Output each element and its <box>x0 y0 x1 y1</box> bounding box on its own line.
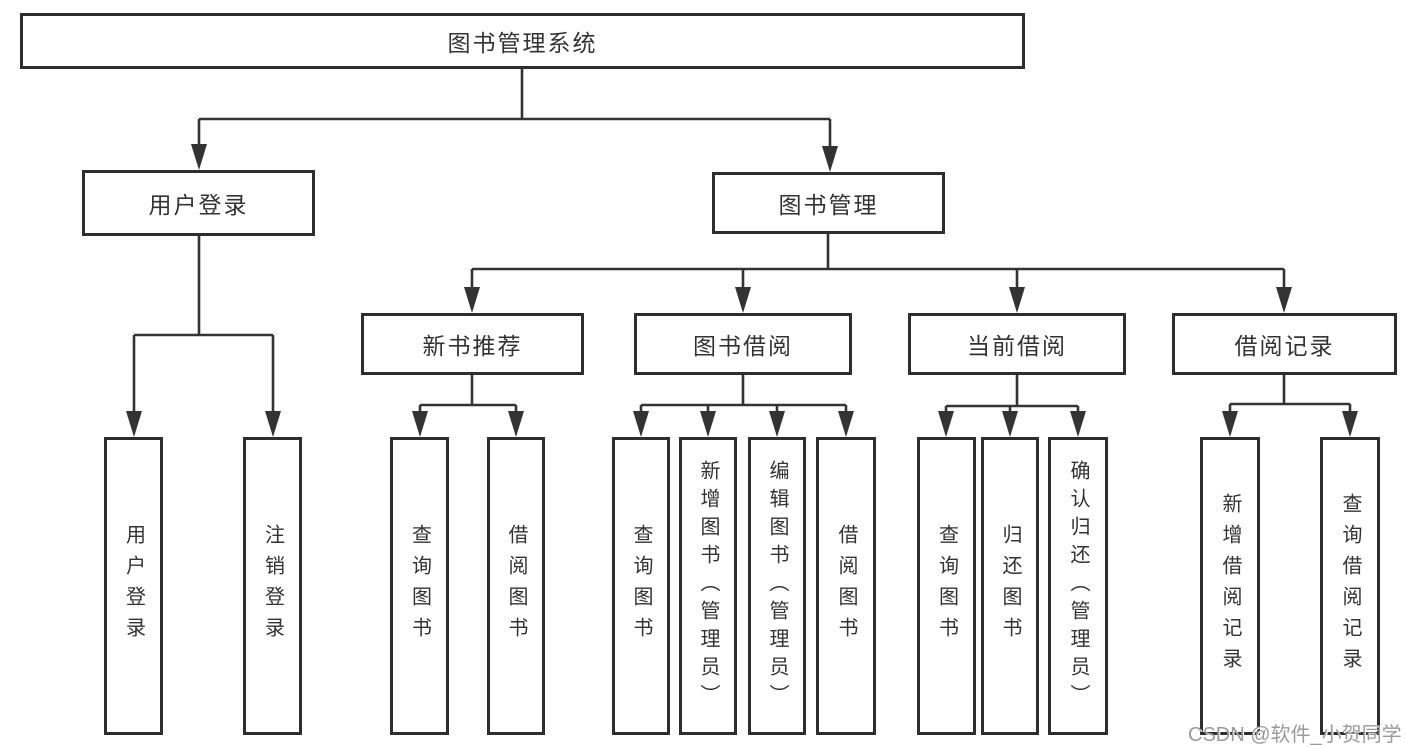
leaf-label: 借阅图书 <box>505 524 527 648</box>
leaf-current-return-book: 归还图书 <box>981 437 1039 735</box>
leaf-logout-login: 注销登录 <box>243 437 302 735</box>
leaf-label: 用户登录 <box>122 524 145 648</box>
leaf-label: 查询图书 <box>935 524 958 648</box>
node-label: 图书借阅 <box>693 333 793 359</box>
leaf-label: 查询借阅记录 <box>1339 493 1361 679</box>
node-label: 新书推荐 <box>422 333 523 359</box>
node-user-login: 用户登录 <box>82 170 315 236</box>
csdn-watermark: CSDN @软件_小贺同学 <box>1188 724 1402 746</box>
node-book-management: 图书管理 <box>712 172 945 234</box>
leaf-current-confirm-return-admin: 确认归还（管理员） <box>1048 437 1108 735</box>
leaf-record-add-borrow-record: 新增借阅记录 <box>1200 437 1260 735</box>
node-new-book-recommend: 新书推荐 <box>361 313 584 375</box>
node-current-borrow: 当前借阅 <box>908 313 1126 375</box>
node-label: 图书管理 <box>778 192 879 218</box>
leaf-label: 注销登录 <box>261 524 284 648</box>
node-label: 当前借阅 <box>967 333 1067 359</box>
leaf-label: 确认归还（管理员） <box>1067 460 1089 712</box>
leaf-borrow-query-book: 查询图书 <box>612 437 670 735</box>
leaf-borrow-add-book-admin: 新增图书（管理员） <box>679 437 737 735</box>
leaf-newbook-borrow-book: 借阅图书 <box>487 437 545 735</box>
arrowheads <box>126 144 1358 437</box>
node-book-borrow: 图书借阅 <box>634 313 852 375</box>
leaf-borrow-edit-book-admin: 编辑图书（管理员） <box>748 437 806 735</box>
leaf-label: 借阅图书 <box>835 524 857 648</box>
leaf-current-query-book: 查询图书 <box>917 437 976 735</box>
node-label: 用户登录 <box>148 192 249 218</box>
leaf-label: 查询图书 <box>630 524 652 648</box>
node-borrow-record: 借阅记录 <box>1172 313 1397 375</box>
leaf-label: 查询图书 <box>408 524 431 648</box>
leaf-user-login: 用户登录 <box>104 437 163 735</box>
node-label: 借阅记录 <box>1234 333 1335 359</box>
leaf-label: 归还图书 <box>999 524 1021 648</box>
leaf-newbook-query-book: 查询图书 <box>390 437 449 735</box>
leaf-label: 编辑图书（管理员） <box>766 460 788 712</box>
node-root-library-system: 图书管理系统 <box>20 13 1025 69</box>
connector-lines <box>132 69 1352 415</box>
leaf-label: 新增图书（管理员） <box>697 460 719 712</box>
node-label: 图书管理系统 <box>447 30 598 56</box>
leaf-label: 新增借阅记录 <box>1219 493 1241 679</box>
leaf-record-query-borrow-record: 查询借阅记录 <box>1320 437 1380 735</box>
leaf-borrow-borrow-book: 借阅图书 <box>816 437 876 735</box>
